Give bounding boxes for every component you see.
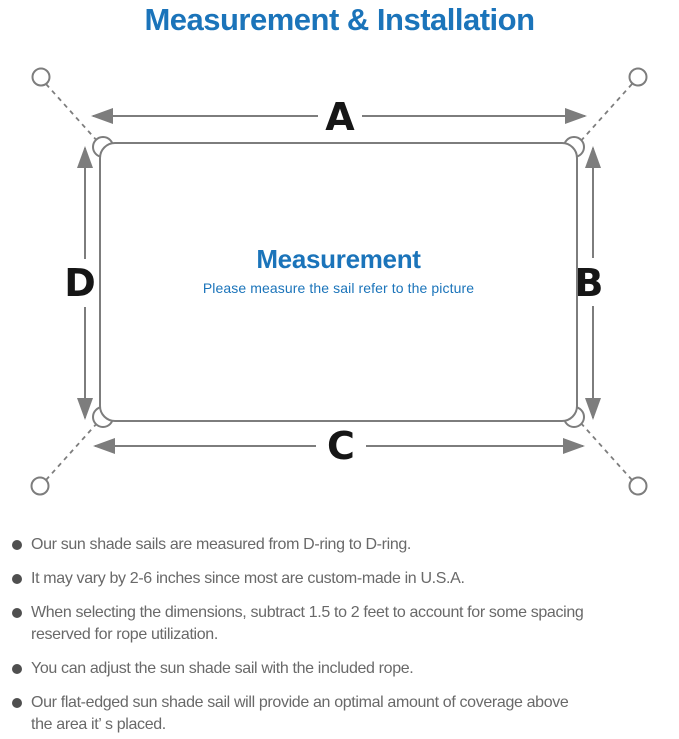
shade-sail-outline: [99, 142, 578, 422]
bullet-dot-icon: [12, 698, 22, 708]
anchor-ring-top-left: [31, 67, 51, 87]
bullet-dot-icon: [12, 574, 22, 584]
note-line: Our flat-edged sun shade sail will provi…: [31, 694, 569, 711]
note-line: When selecting the dimensions, subtract …: [31, 604, 584, 621]
list-item: When selecting the dimensions, subtract …: [11, 602, 677, 646]
list-item: Our sun shade sails are measured from D-…: [11, 534, 677, 556]
bullet-dot-icon: [12, 664, 22, 674]
bullet-dot-icon: [12, 608, 22, 618]
diagram-center-title: Measurement: [256, 244, 421, 274]
list-item: It may vary by 2-6 inches since most are…: [11, 568, 677, 590]
rope-line-bottom-left: [45, 420, 100, 481]
rope-line-top-right: [578, 83, 633, 144]
page-title: Measurement & Installation: [144, 2, 535, 37]
anchor-ring-bottom-left: [30, 476, 50, 496]
rope-line-top-left: [45, 83, 100, 144]
list-item: You can adjust the sun shade sail with t…: [11, 658, 677, 680]
bullet-dot-icon: [12, 540, 22, 550]
dimension-label-a: A: [325, 95, 355, 139]
diagram-center-subtitle: Please measure the sail refer to the pic…: [202, 280, 475, 296]
note-line: It may vary by 2-6 inches since most are…: [31, 570, 465, 587]
notes-list: Our sun shade sails are measured from D-…: [11, 534, 677, 739]
note-line: Our sun shade sails are measured from D-…: [31, 536, 412, 553]
dimension-label-c: C: [327, 424, 355, 468]
note-line: reserved for rope utilization.: [31, 626, 218, 643]
note-line: the area it’ s placed.: [31, 716, 166, 733]
dimension-label-b: B: [575, 261, 604, 305]
list-item: Our flat-edged sun shade sail will provi…: [11, 692, 677, 736]
note-line: You can adjust the sun shade sail with t…: [31, 660, 414, 677]
dimension-label-d: D: [64, 261, 96, 305]
rope-line-bottom-right: [578, 420, 633, 481]
anchor-ring-bottom-right: [628, 476, 648, 496]
anchor-ring-top-right: [628, 67, 648, 87]
measurement-diagram: A B C D: [30, 67, 648, 496]
